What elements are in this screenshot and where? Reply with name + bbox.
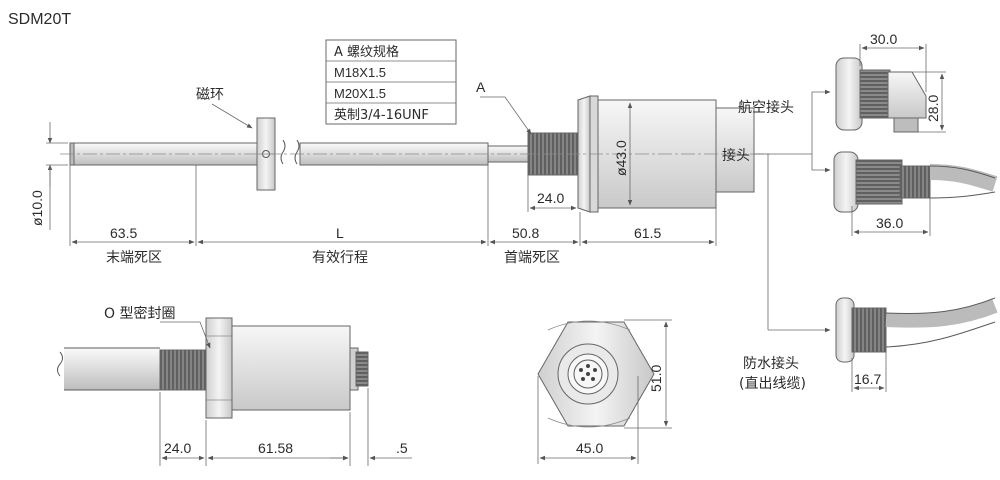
dim-rod-diameter: ø10.0 [29,190,45,226]
thread-row-2: M20X1.5 [334,86,386,101]
dim-stroke: L [336,225,344,241]
thread-row-3: 英制3/4-16UNF [334,108,429,123]
side-view [57,317,369,419]
o-ring-label: O 型密封圈 [104,305,175,322]
dim-body-diameter: ø43.0 [613,140,629,176]
thread-table-header: A 螺纹规格 [334,44,399,60]
dimension-lines-side [159,388,412,466]
callout-a-label: A [476,79,486,95]
sensor-rod [69,139,529,166]
dim-side-thread-length: 24.0 [164,440,191,456]
dim-plug-angle-width: 30.0 [870,31,897,47]
thread-row-1: M18X1.5 [334,65,386,80]
dimension-lines-end [537,319,672,464]
dim-head-length: 50.8 [512,225,539,241]
dim-hex-width: 45.0 [576,440,603,456]
aviation-connector-label: 航空接头 [738,99,794,116]
dim-side-gap: .5 [396,440,408,456]
tail-dead-zone-label: 末端死区 [106,250,162,266]
straight-cable-label: (直出线缆) [739,375,806,392]
waterproof-connector-label: 防水接头 [743,355,799,372]
dim-plug-angle-height: 28.0 [925,95,941,122]
connector-label: 接头 [722,147,750,164]
dim-thread-length: 24.0 [537,190,564,206]
connector-branches [754,89,831,333]
aviation-plug-angled [835,57,927,133]
dim-hex-height: 51.0 [648,365,664,392]
head-dead-zone-label: 首端死区 [504,250,560,266]
dimension-lines-top [46,102,717,246]
dim-tail-length: 63.5 [110,225,137,241]
model-title: SDM20T [8,11,71,28]
waterproof-plug [835,297,998,363]
aviation-plug-straight [833,151,998,213]
thread-spec-table: A 螺纹规格 M18X1.5 M20X1.5 英制3/4-16UNF [325,39,457,125]
magnet-ring-label: 磁环 [196,87,224,103]
effective-stroke-label: 有效行程 [312,250,368,266]
dim-body-length: 61.5 [634,225,661,241]
dim-side-body-length: 61.58 [258,440,293,456]
dim-waterproof-length: 16.7 [854,371,881,387]
end-view [537,320,655,428]
dimension-lines-plugs [851,44,946,392]
dim-plug-straight-length: 36.0 [876,215,903,231]
